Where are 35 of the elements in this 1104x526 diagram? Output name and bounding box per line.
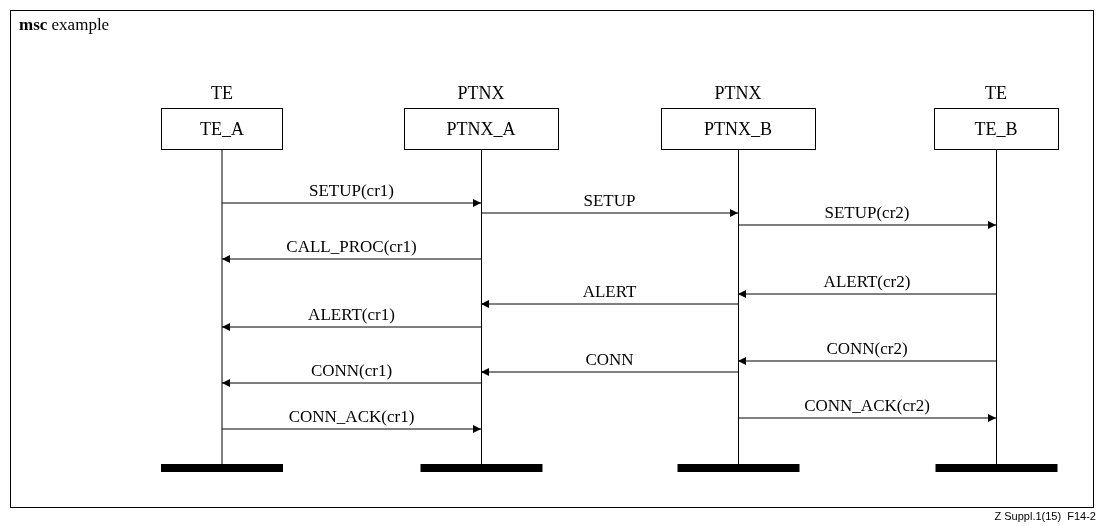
diagram-heading: msc example (19, 15, 110, 35)
message-label: ALERT(cr2) (823, 273, 911, 291)
message-arrow (221, 255, 482, 263)
message-arrow (737, 414, 997, 422)
instance-box: TE_B (933, 108, 1059, 150)
instance-kind: PTNX (714, 83, 762, 105)
instance-box: PTNX_B (660, 108, 816, 150)
figure-reference: Z Suppl.1(15) F14-2 (994, 510, 1096, 522)
message-label: CONN_ACK(cr1) (288, 408, 415, 426)
message-label: SETUP(cr2) (824, 204, 910, 222)
message-arrow (221, 379, 482, 387)
message-arrow (737, 290, 997, 298)
message-arrow (480, 300, 739, 308)
message-arrow (737, 357, 997, 365)
message-label: ALERT (582, 283, 637, 301)
msc-frame (10, 10, 1094, 508)
instance-box: PTNX_A (403, 108, 559, 150)
message-label: ALERT(cr1) (308, 306, 395, 324)
instance-kind: PTNX (457, 83, 505, 105)
message-label: CALL_PROC(cr1) (286, 238, 417, 256)
message-label: SETUP(cr1) (309, 182, 394, 200)
message-arrow (480, 368, 739, 376)
message-arrow (737, 221, 997, 229)
message-label: CONN(cr1) (310, 362, 393, 380)
instance-kind: TE (211, 83, 233, 105)
message-label: CONN_ACK(cr2) (804, 397, 930, 415)
instance-box: TE_A (161, 108, 283, 150)
message-arrow (221, 323, 482, 331)
message-label: CONN (585, 351, 634, 369)
message-label: CONN(cr2) (826, 340, 908, 358)
message-arrow (221, 425, 482, 433)
message-label: SETUP (583, 192, 636, 210)
instance-kind: TE (985, 83, 1007, 105)
message-arrow (480, 209, 739, 217)
message-arrow (221, 199, 482, 207)
